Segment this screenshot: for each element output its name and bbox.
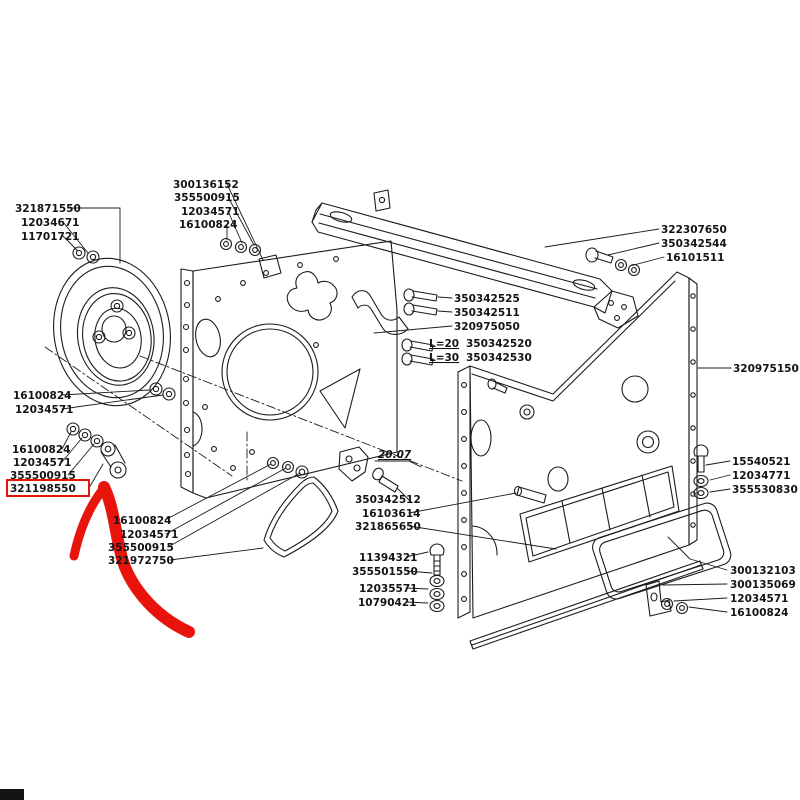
right-bolt-set (693, 444, 709, 500)
flywheel-washers (66, 246, 176, 448)
part-label: 12034571 (120, 529, 178, 541)
part-label: 355500915 (10, 470, 76, 482)
beam-end-plate (593, 290, 639, 329)
top-fasteners (219, 237, 282, 279)
part-label: 355530830 (732, 484, 798, 496)
part-label: L=20 (429, 338, 459, 350)
right-side-panel (457, 271, 704, 650)
part-label: 350342512 (355, 494, 421, 506)
part-label-highlighted: 321198550 (10, 483, 76, 495)
part-label: 16100824 (113, 515, 171, 527)
part-label: 321871550 (15, 203, 81, 215)
part-label: 350342530 (466, 352, 532, 364)
part-label: 16103614 (362, 508, 420, 520)
leader-lines (61, 183, 732, 613)
part-label: 11394321 (359, 552, 417, 564)
upper-beam (311, 189, 639, 329)
belt-washers (266, 456, 309, 479)
tensioner-plate-set (338, 446, 399, 493)
part-label: 12034771 (732, 470, 790, 482)
flywheel (53, 257, 171, 407)
part-label: 16100824 (12, 444, 70, 456)
part-label: 20.07 (378, 449, 412, 461)
part-label: 321865650 (355, 521, 421, 533)
part-label: 12035571 (359, 583, 417, 595)
highlight-arrow-left-stroke (69, 483, 109, 561)
part-label: 300136152 (173, 179, 239, 191)
part-label: 16100824 (13, 390, 71, 402)
part-label: 322307650 (661, 224, 727, 236)
part-label: 350342511 (454, 307, 520, 319)
part-label: 350342525 (454, 293, 520, 305)
v-belt (263, 476, 339, 558)
part-label: 12034571 (15, 404, 73, 416)
bottom-bolt-set (429, 543, 445, 613)
beam-bolt-set (585, 247, 641, 277)
bolt-stack (401, 288, 438, 366)
bottom-rail (469, 560, 704, 650)
part-label: 15540521 (732, 456, 790, 468)
part-label: 300135069 (730, 579, 796, 591)
highlight-arrow-main-stroke (98, 481, 195, 638)
part-label: 320975050 (454, 321, 520, 333)
part-labels: 3218715501203467111701721300136152355500… (10, 179, 799, 619)
part-label: L=30 (429, 352, 459, 364)
lever-strip (351, 290, 409, 335)
part-label: 12034671 (21, 217, 79, 229)
part-label: 355500915 (108, 542, 174, 554)
highlight-annotations (6, 479, 195, 638)
part-label: 350342544 (661, 238, 727, 250)
part-label: 16101511 (666, 252, 724, 264)
part-label: 355501550 (352, 566, 418, 578)
part-label: 320975150 (733, 363, 799, 375)
part-label: 16100824 (179, 219, 237, 231)
part-label: 350342520 (466, 338, 532, 350)
lower-right-bracket-set (645, 580, 689, 617)
part-label: 300132103 (730, 565, 796, 577)
centerlines (44, 346, 463, 482)
highlight-box (6, 479, 90, 497)
part-label: 355500915 (174, 192, 240, 204)
tensioner-bracket (100, 441, 127, 479)
scan-artifact (0, 789, 24, 800)
part-label: 10790421 (358, 597, 416, 609)
cover-plate (592, 502, 732, 600)
part-label: 11701721 (21, 231, 79, 243)
part-label: 12034571 (730, 593, 788, 605)
line-art (44, 183, 732, 650)
part-label: 321972750 (108, 555, 174, 567)
part-label: 16100824 (730, 607, 788, 619)
part-label: 12034571 (181, 206, 239, 218)
left-side-panel (180, 240, 409, 499)
part-label: 12034571 (13, 457, 71, 469)
